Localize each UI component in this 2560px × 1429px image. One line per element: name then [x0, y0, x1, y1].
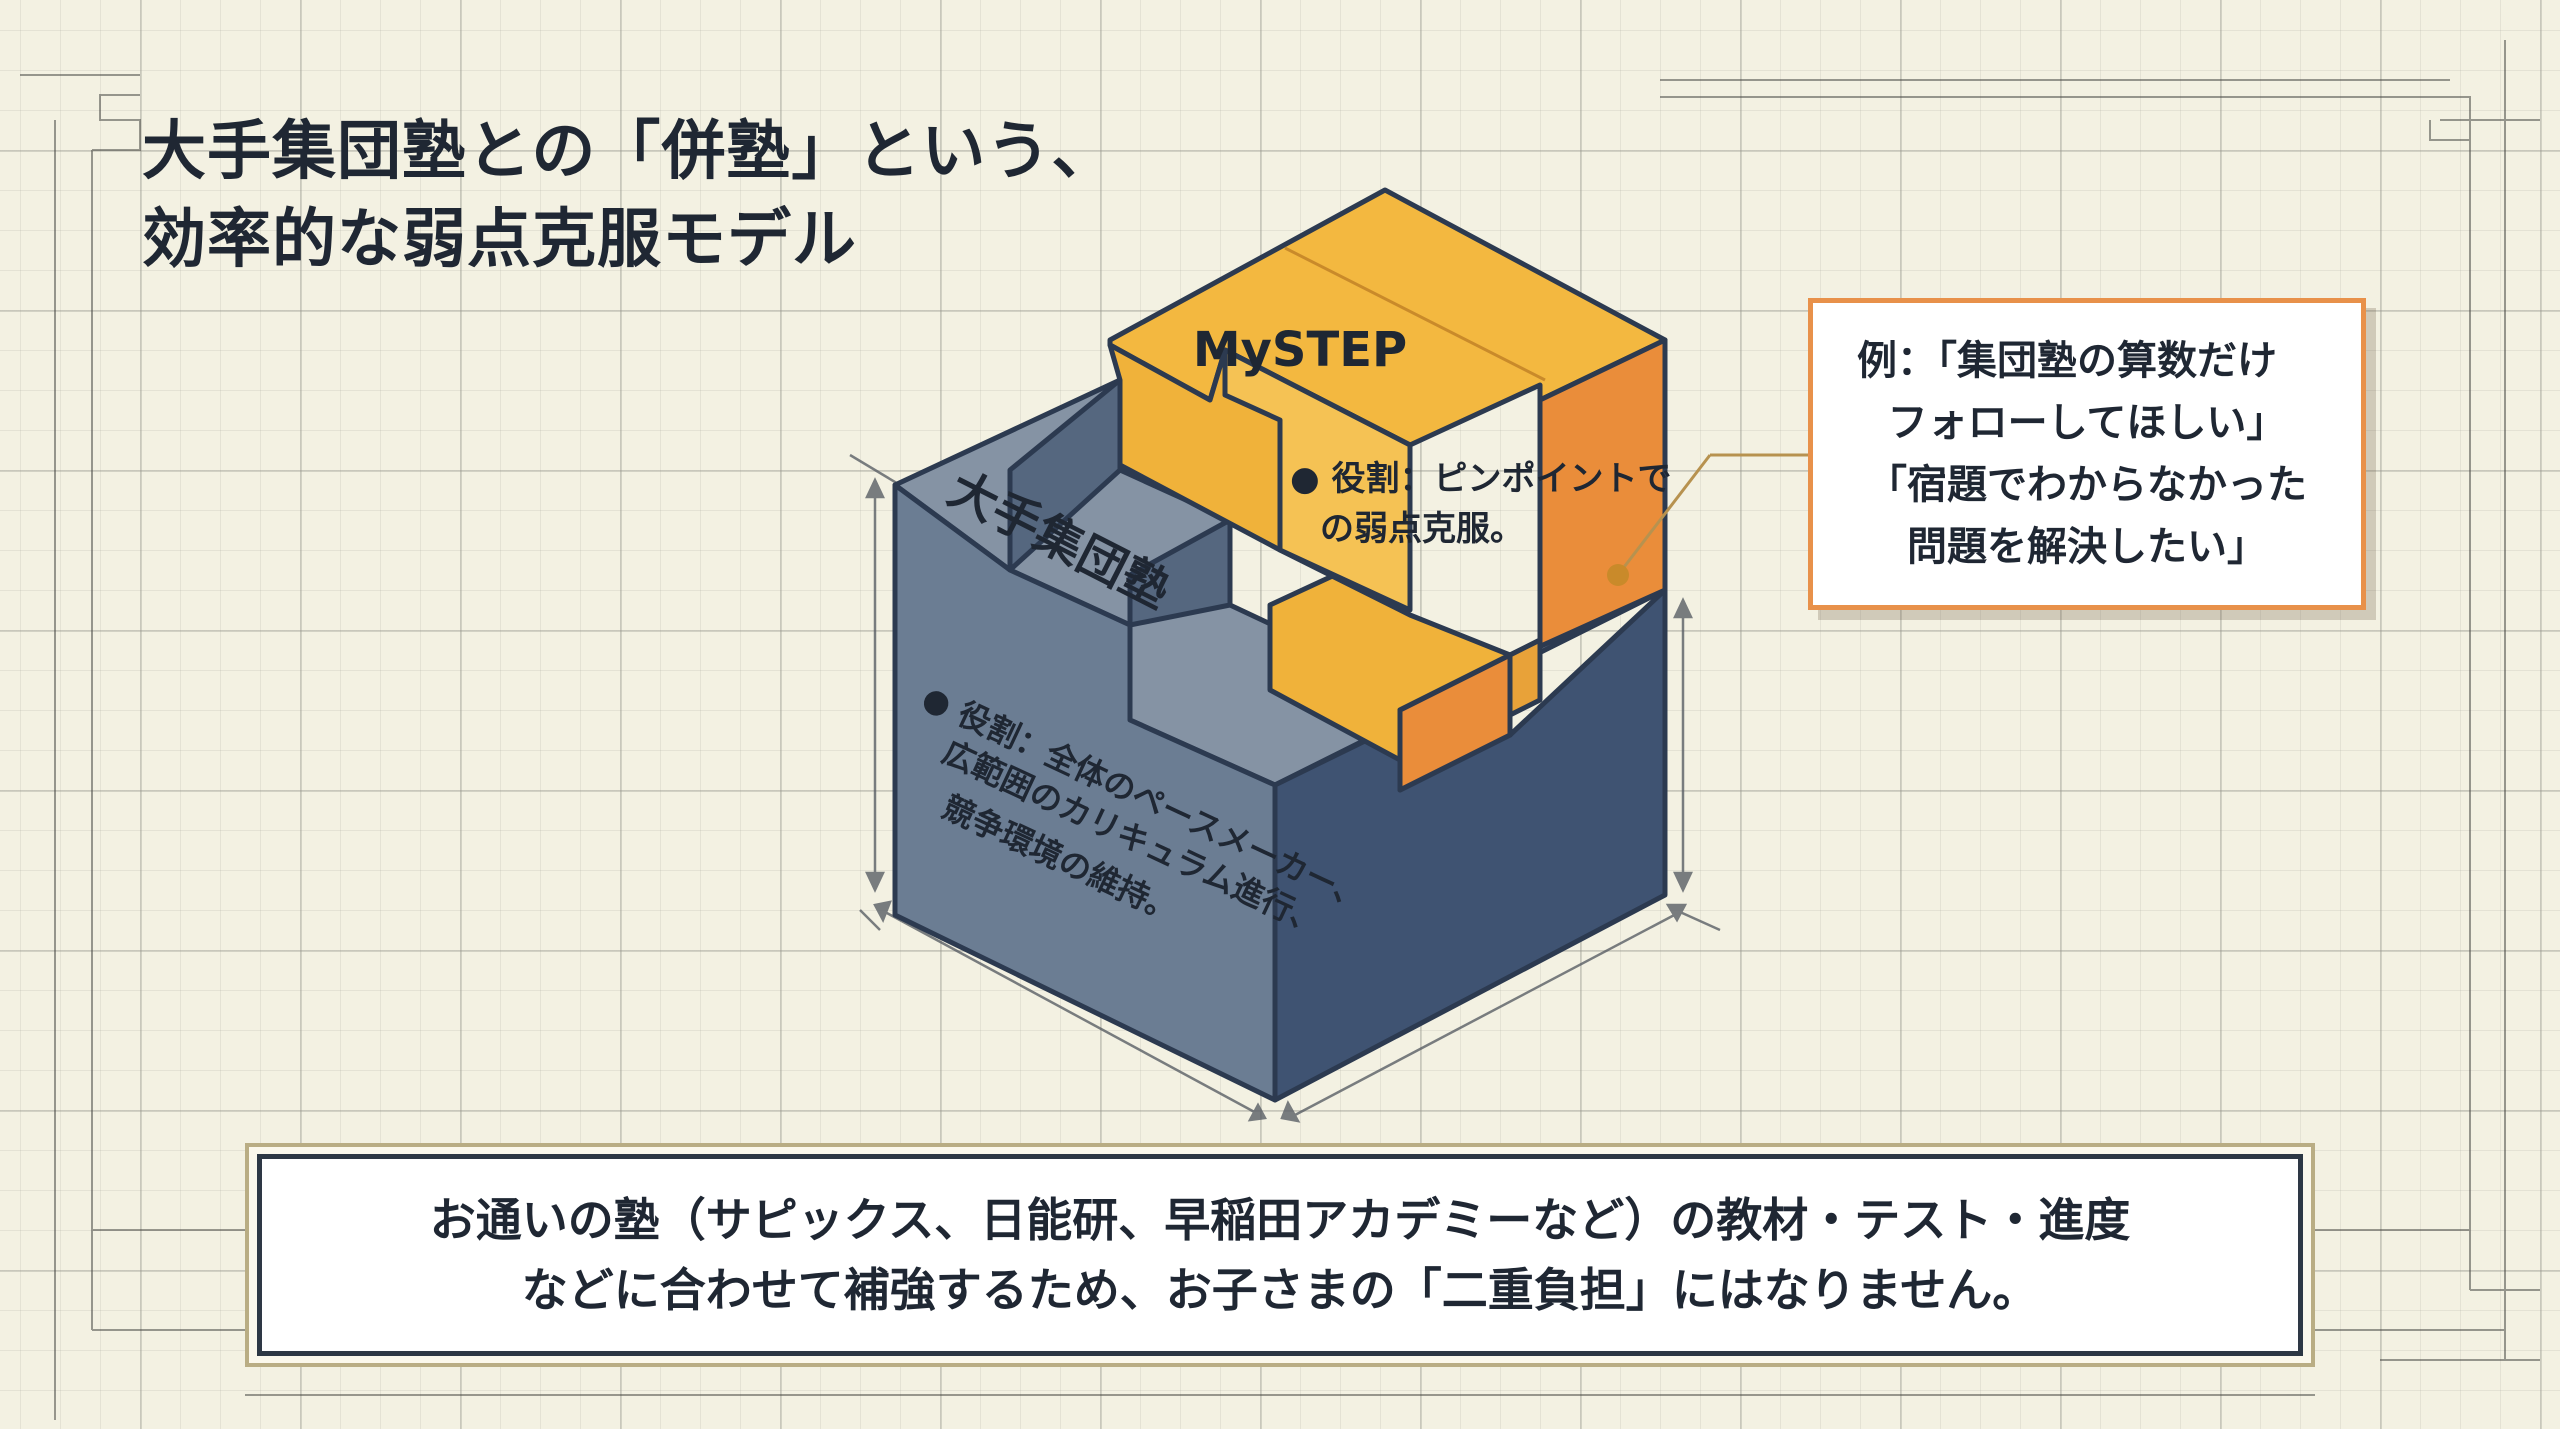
- example-line-3: 「宿題でわからなかった: [1867, 462, 2307, 508]
- top-block: [1107, 187, 1668, 793]
- example-line-1: 例：「集団塾の算数だけ: [1857, 338, 2277, 384]
- example-line-2: フォローしてほしい」: [1887, 400, 2287, 446]
- top-block-role-line-1: ● 役割：ピンポイントで: [1290, 459, 1672, 499]
- title-line-2: 効率的な弱点克服モデル: [142, 203, 857, 277]
- example-line-4: 問題を解決したい」: [1907, 524, 2267, 570]
- page-title: 大手集団塾との「併塾」という、 効率的な弱点克服モデル: [142, 108, 1116, 284]
- title-line-1: 大手集団塾との「併塾」という、: [142, 115, 1117, 189]
- top-block-role-line-2: の弱点克服。: [1320, 509, 1524, 549]
- bottom-note: お通いの塾（サピックス、日能研、早稲田アカデミーなど）の教材・テスト・進度 など…: [257, 1154, 2303, 1356]
- callout-connector: [1607, 453, 1808, 586]
- base-block-left-face: [892, 482, 1278, 1103]
- top-block-name: MySTEP: [1193, 322, 1407, 378]
- dimension-lines: [849, 453, 1721, 1123]
- bottom-note-line-2: などに合わせて補強するため、お子さまの「二重負担」にはなりません。: [521, 1263, 2039, 1317]
- example-callout: 例：「集団塾の算数だけ フォローしてほしい」 「宿題でわからなかった 問題を解決…: [1808, 298, 2366, 610]
- bottom-note-line-1: お通いの塾（サピックス、日能研、早稲田アカデミーなど）の教材・テスト・進度: [429, 1193, 2131, 1247]
